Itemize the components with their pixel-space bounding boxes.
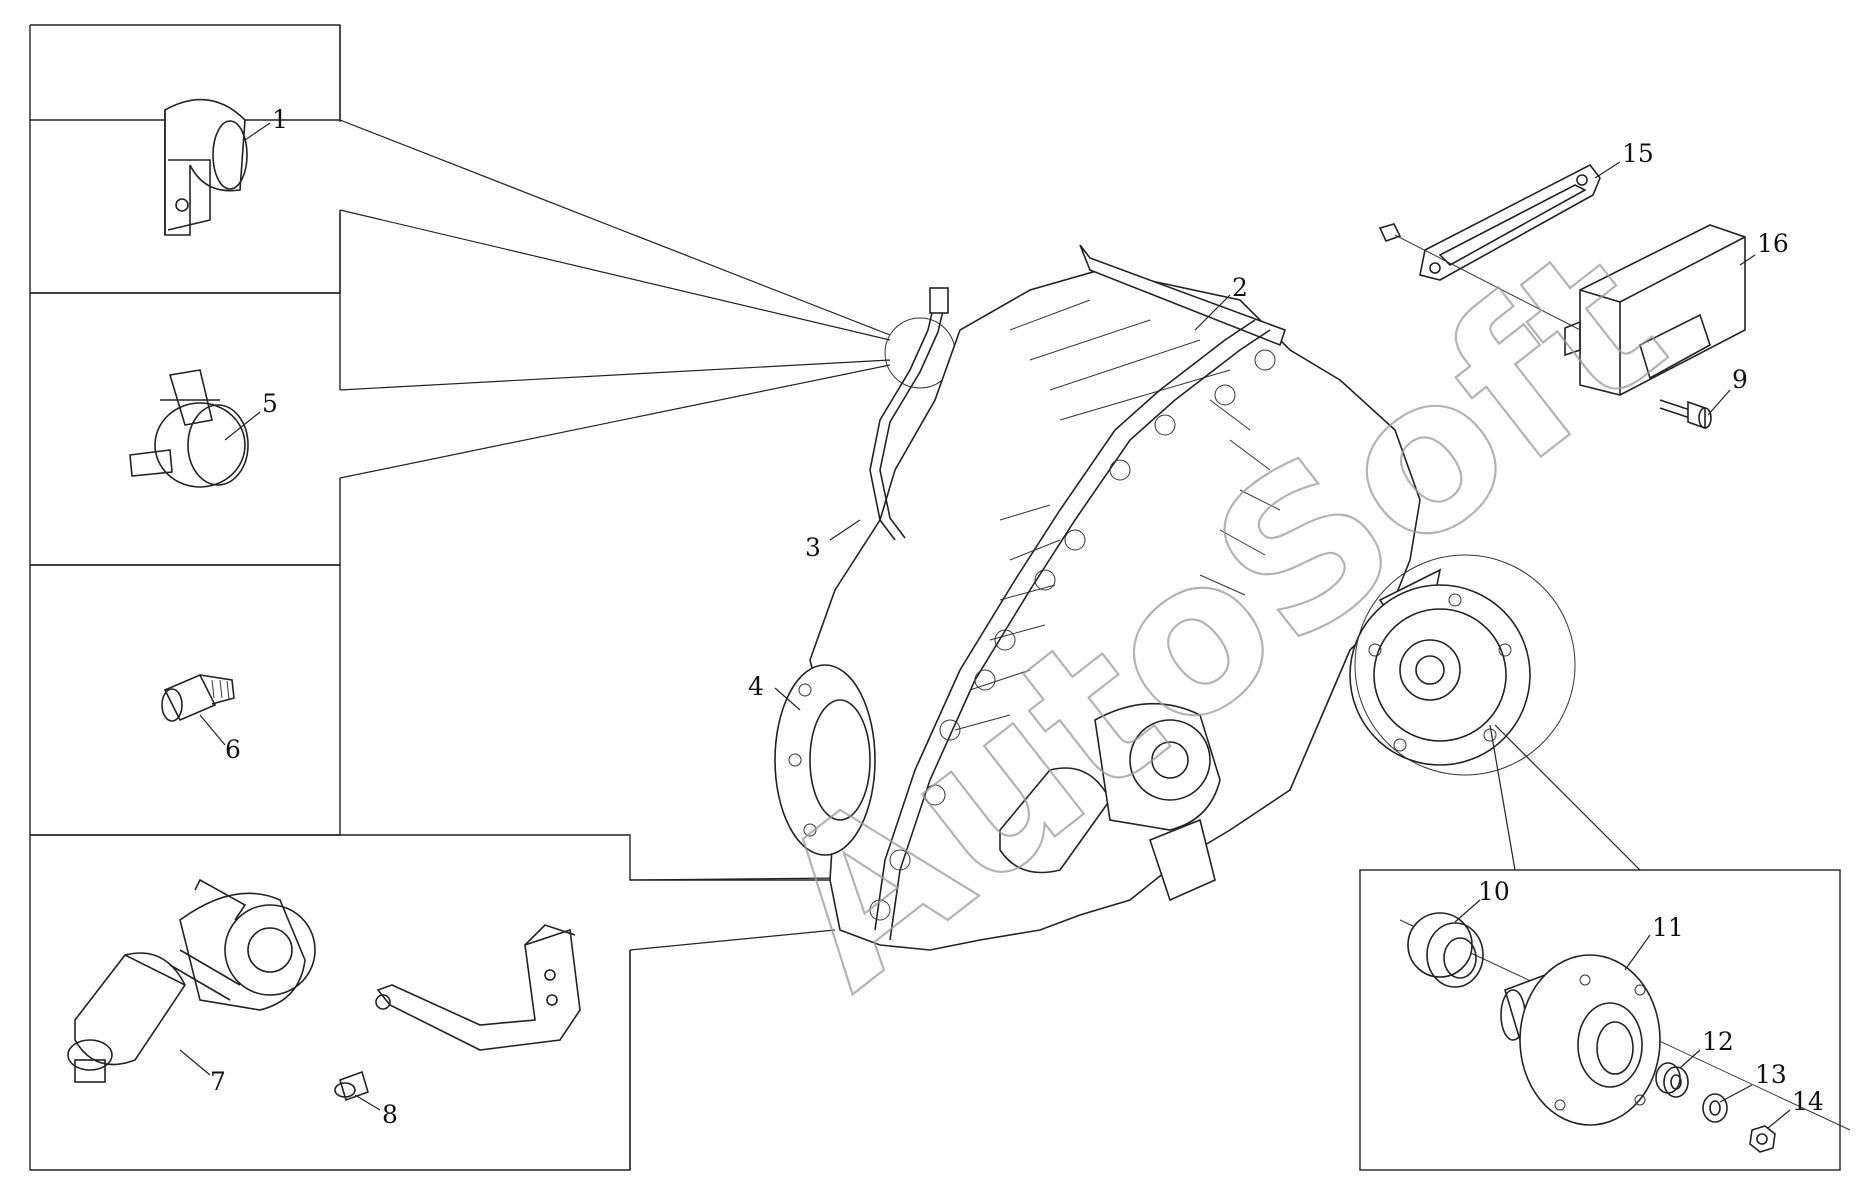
part-10-seal [1399, 912, 1851, 1131]
detail-panel-left [29, 24, 830, 1171]
callout-13: 13 [1755, 1060, 1787, 1089]
detail-panel-right [1359, 724, 1841, 1171]
callout-9: 9 [1732, 365, 1748, 394]
part-1-bracket-clip [164, 98, 248, 236]
panel-leader-lines [339, 119, 956, 951]
callout-11: 11 [1652, 913, 1684, 942]
part-14-nut [1749, 1125, 1776, 1153]
part-15-cover-plate [1378, 163, 1601, 336]
callout-1: 1 [272, 105, 288, 134]
callout-3: 3 [805, 533, 821, 562]
part-6-stud-pin [161, 673, 235, 722]
callout-15: 15 [1622, 139, 1654, 168]
callout-7: 7 [210, 1067, 226, 1096]
part-16-control-unit [1564, 224, 1746, 396]
callout-12: 12 [1702, 1027, 1734, 1056]
callout-8: 8 [382, 1100, 398, 1129]
part-13-washer [1702, 1093, 1728, 1123]
main-transfer-case-assembly [774, 244, 1576, 951]
part-9-bolt [1659, 399, 1712, 430]
part-5-hose-clamp [129, 369, 249, 488]
callout-labels: 1 2 3 4 5 6 7 8 9 10 11 12 13 14 15 16 [210, 105, 1824, 1129]
part-7-actuator-motor [67, 878, 316, 1083]
callout-2: 2 [1232, 273, 1248, 302]
part-12-bush [1655, 1062, 1689, 1098]
callout-16: 16 [1757, 229, 1789, 258]
callout-5: 5 [262, 389, 278, 418]
part-11-companion-flange [1500, 954, 1661, 1126]
part-8-mounting-bracket [334, 924, 581, 1102]
callout-10: 10 [1478, 877, 1510, 906]
callout-leaders [179, 122, 1791, 1129]
callout-6: 6 [225, 735, 241, 764]
callout-4: 4 [748, 672, 764, 701]
callout-14: 14 [1792, 1087, 1824, 1116]
